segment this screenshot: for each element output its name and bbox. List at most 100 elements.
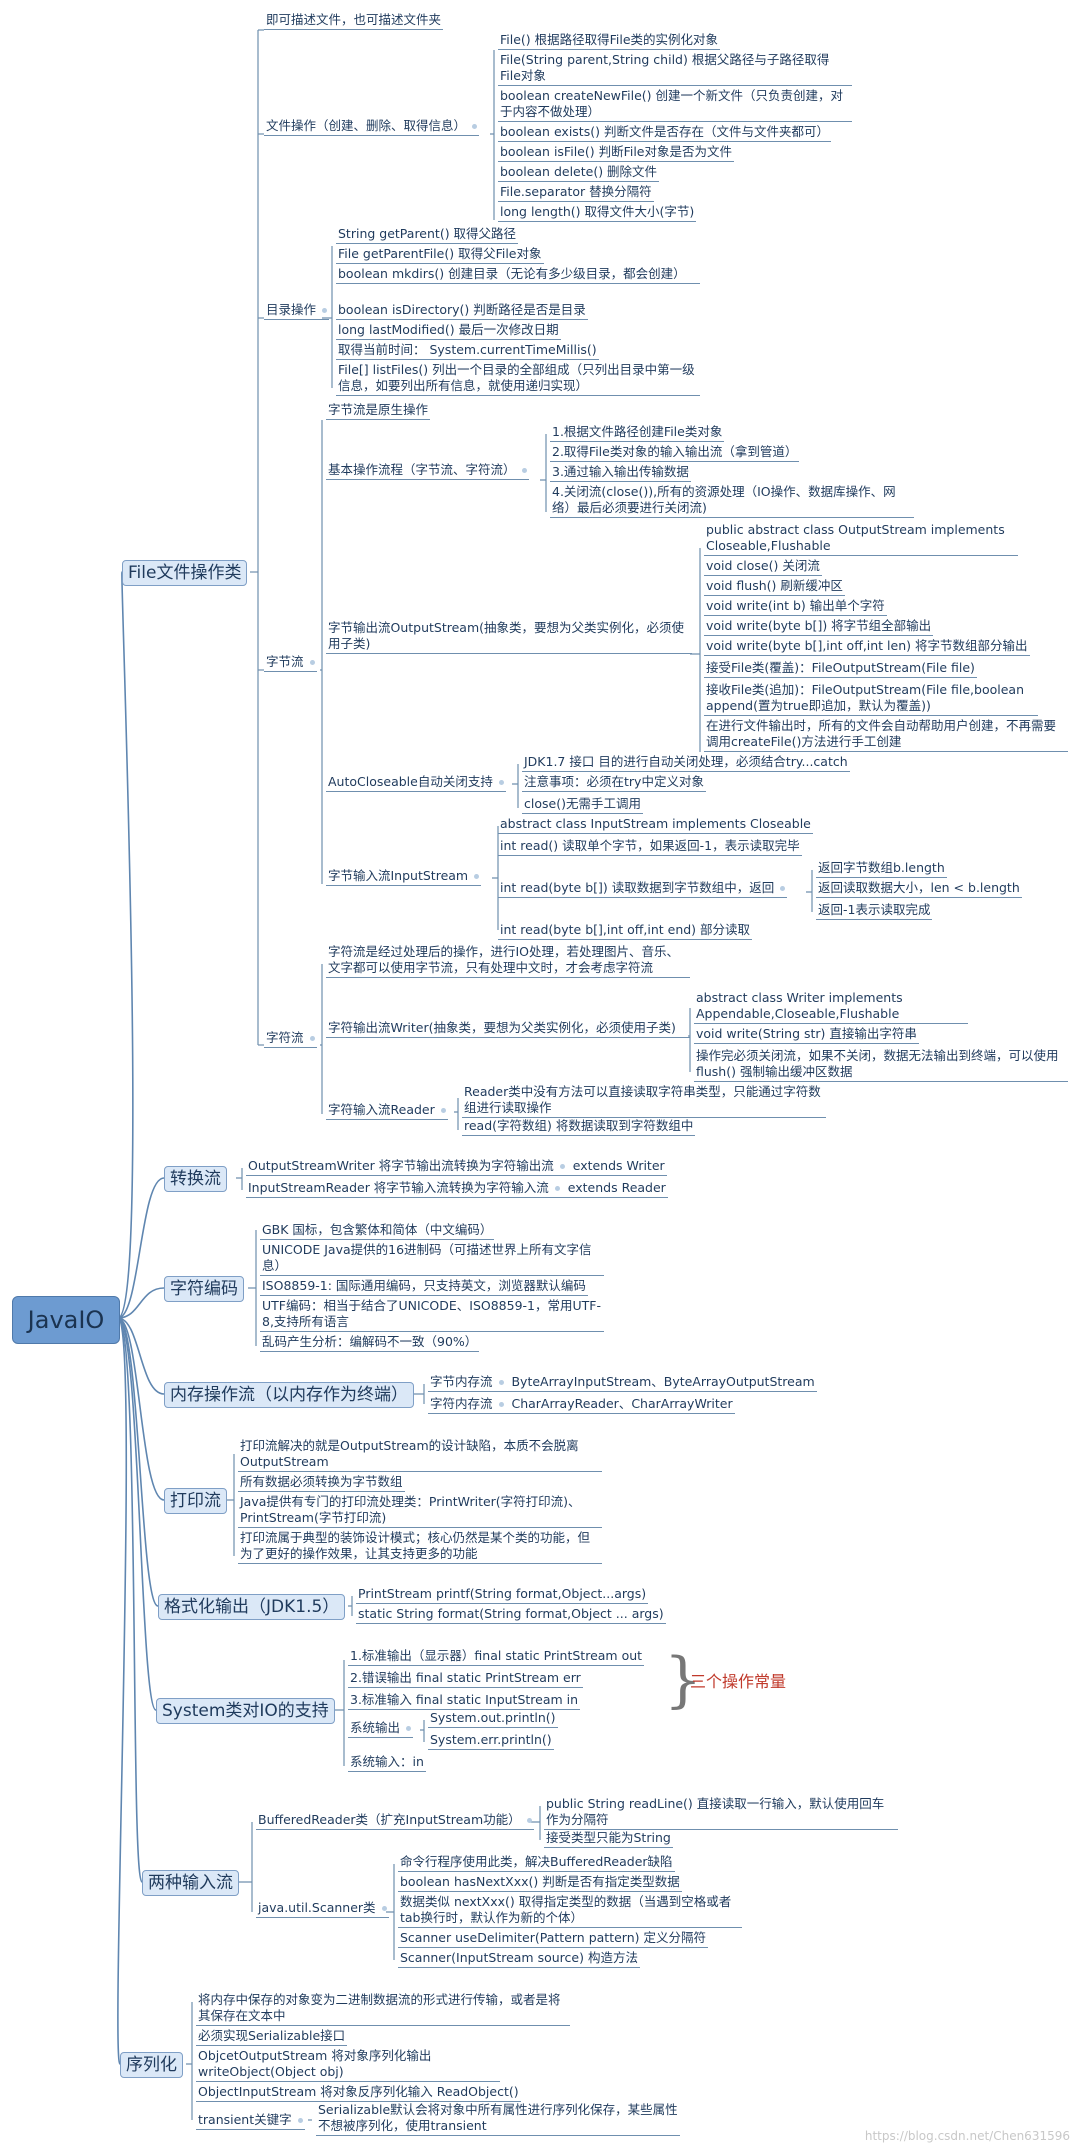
output-item: public abstract class OutputStream imple… <box>704 522 1018 556</box>
dirops-item: File[] listFiles() 列出一个目录的全部组成（只列出目录中第一级… <box>336 362 700 396</box>
charstream-desc: 字符流是经过处理后的操作，进行IO处理，若处理图片、音乐、文字都可以使用字节流，… <box>326 944 690 978</box>
branch-twoinput[interactable]: 两种输入流 <box>142 1870 239 1896</box>
encoding-item: GBK 国标，包含繁体和简体（中文编码） <box>260 1222 495 1240</box>
collapse-dot-icon <box>309 1036 315 1041</box>
serial-item: 必须实现Serializable接口 <box>196 2028 348 2046</box>
fileops-label[interactable]: 文件操作（创建、删除、取得信息） <box>264 118 480 136</box>
output-item: 接受File类(覆盖)：FileOutputStream(File file) <box>704 660 977 678</box>
input-return: 返回字节数组b.length <box>816 860 947 878</box>
writer-item: abstract class Writer implements Appenda… <box>694 990 968 1024</box>
collapse-dot-icon <box>381 1906 387 1911</box>
input-label[interactable]: 字节输入流InputStream <box>326 868 482 886</box>
collapse-dot-icon <box>780 886 786 891</box>
collapse-dot-icon <box>474 874 480 879</box>
dirops-item: boolean isDirectory() 判断路径是否是目录 <box>336 302 588 320</box>
writer-label[interactable]: 字符输出流Writer(抽象类，要想为父类实例化，必须使用子类) <box>326 1020 690 1038</box>
flow-item: 3.通过输入输出传输数据 <box>550 464 691 482</box>
fileops-item: long length() 取得文件大小(字节) <box>498 204 697 222</box>
flow-item: 2.取得File类对象的输入输出流（拿到管道） <box>550 444 800 462</box>
sysout-item: System.out.println() <box>428 1710 558 1728</box>
input-item: abstract class InputStream implements Cl… <box>498 816 813 834</box>
collapse-dot-icon <box>498 1402 504 1407</box>
scanner-item: Scanner useDelimiter(Pattern pattern) 定义… <box>398 1930 708 1948</box>
fileops-item: File() 根据路径取得File类的实例化对象 <box>498 32 721 50</box>
sysout-item: System.err.println() <box>428 1732 554 1750</box>
dirops-item: File getParentFile() 取得父File对象 <box>336 246 544 264</box>
fileops-item: File.separator 替换分隔符 <box>498 184 654 202</box>
collapse-dot-icon <box>498 780 504 785</box>
encoding-item: 乱码产生分析：编解码不一致（90%） <box>260 1334 480 1352</box>
autoclose-label[interactable]: AutoCloseable自动关闭支持 <box>326 774 506 792</box>
convert-item: InputStreamReader 将字节输入流转换为字符输入流 extends… <box>246 1180 668 1198</box>
charstream-label[interactable]: 字符流 <box>264 1030 317 1048</box>
encoding-item: UNICODE Java提供的16进制码（可描述世界上所有文字信息） <box>260 1242 604 1276</box>
transient-label[interactable]: transient关键字 <box>196 2112 305 2130</box>
input-item: int read(byte b[],int off,int end) 部分读取 <box>498 922 753 940</box>
scanner-item: 命令行程序使用此类，解决BufferedReader缺陷 <box>398 1854 675 1872</box>
collapse-dot-icon <box>297 2118 303 2123</box>
output-item: 接收File类(追加)：FileOutputStream(File file,b… <box>704 682 1038 716</box>
dirops-item: 取得当前时间： System.currentTimeMillis() <box>336 342 599 360</box>
output-item: void close() 关闭流 <box>704 558 822 576</box>
branch-print[interactable]: 打印流 <box>164 1488 227 1514</box>
encoding-item: UTF编码：相当于结合了UNICODE、ISO8859-1，常用UTF-8,支持… <box>260 1298 604 1332</box>
bytestream-native: 字节流是原生操作 <box>326 402 431 420</box>
branch-serial[interactable]: 序列化 <box>120 2052 183 2078</box>
brace-icon: } <box>664 1645 703 1715</box>
memory-item: 字符内存流 CharArrayReader、CharArrayWriter <box>428 1396 735 1414</box>
serial-item: ObjectInputStream 将对象反序列化输入 ReadObject() <box>196 2084 521 2102</box>
serial-item: 将内存中保存的对象变为二进制数据流的形式进行传输，或者是将其保存在文本中 <box>196 1992 570 2026</box>
input-return: 返回-1表示读取完成 <box>816 902 933 920</box>
collapse-dot-icon <box>322 308 328 313</box>
output-item: void write(int b) 输出单个字符 <box>704 598 887 616</box>
buffered-item: public String readLine() 直接读取一行输入，默认使用回车… <box>544 1796 898 1830</box>
sysout-label[interactable]: 系统输出 <box>348 1720 414 1738</box>
collapse-dot-icon <box>472 124 478 129</box>
fileops-item: boolean isFile() 判断File对象是否为文件 <box>498 144 734 162</box>
print-item: 所有数据必须转换为字节数组 <box>238 1474 405 1492</box>
writer-item: 操作完必须关闭流，如果不关闭，数据无法输出到终端，可以使用flush() 强制输… <box>694 1048 1068 1082</box>
root-node[interactable]: JavaIO <box>12 1296 120 1344</box>
output-item: void flush() 刷新缓冲区 <box>704 578 845 596</box>
reader-item: read(字符数组) 将数据读取到字符数组中 <box>462 1118 696 1136</box>
scanner-item: boolean hasNextXxx() 判断是否有指定类型数据 <box>398 1874 682 1892</box>
autoclose-item: 注意事项：必须在try中定义对象 <box>522 774 706 792</box>
scanner-label[interactable]: java.util.Scanner类 <box>256 1900 389 1918</box>
flow-item: 4.关闭流(close()),所有的资源处理（IO操作、数据库操作、网络）最后必… <box>550 484 914 518</box>
flow-label[interactable]: 基本操作流程（字节流、字符流） <box>326 462 529 480</box>
dirops-item: long lastModified() 最后一次修改日期 <box>336 322 561 340</box>
bytestream-label[interactable]: 字节流 <box>264 654 317 672</box>
system-note: 三个操作常量 <box>690 1672 787 1691</box>
collapse-dot-icon <box>554 1186 560 1191</box>
reader-item: Reader类中没有方法可以直接读取字符串类型，只能通过字符数组进行读取操作 <box>462 1084 826 1118</box>
writer-item: void write(String str) 直接输出字符串 <box>694 1026 919 1044</box>
memory-item: 字节内存流 ByteArrayInputStream、ByteArrayOutp… <box>428 1374 817 1392</box>
file-desc: 即可描述文件，也可描述文件夹 <box>264 12 444 30</box>
autoclose-item: JDK1.7 接口 目的进行自动关闭处理，必须结合try...catch <box>522 754 850 772</box>
format-item: PrintStream printf(String format,Object.… <box>356 1586 649 1604</box>
branch-format[interactable]: 格式化输出（JDK1.5） <box>158 1594 346 1620</box>
scanner-item: Scanner(InputStream source) 构造方法 <box>398 1950 640 1968</box>
fileops-item: boolean exists() 判断文件是否存在（文件与文件夹都可） <box>498 124 831 142</box>
autoclose-item: close()无需手工调用 <box>522 796 643 814</box>
output-item: 在进行文件输出时，所有的文件会自动帮助用户创建，不再需要调用createFile… <box>704 718 1068 752</box>
watermark: https://blog.csdn.net/Chen631596 <box>864 2129 1070 2143</box>
output-label[interactable]: 字节输出流OutputStream(抽象类，要想为父类实例化，必须使用子类) <box>326 620 692 654</box>
collapse-dot-icon <box>406 1726 412 1731</box>
serial-item: ObjcetOutputStream 将对象序列化输出writeObject(O… <box>196 2048 500 2082</box>
branch-encoding[interactable]: 字符编码 <box>164 1276 244 1302</box>
dirops-label[interactable]: 目录操作 <box>264 302 330 320</box>
branch-memory[interactable]: 内存操作流（以内存作为终端） <box>164 1382 414 1408</box>
branch-file[interactable]: File文件操作类 <box>122 560 248 586</box>
collapse-dot-icon <box>440 1108 446 1113</box>
fileops-item: boolean createNewFile() 创建一个新文件（只负责创建，对于… <box>498 88 852 122</box>
collapse-dot-icon <box>526 1818 532 1823</box>
system-item: 1.标准输出（显示器）final static PrintStream out <box>348 1648 645 1666</box>
input-return: 返回读取数据大小，len < b.length <box>816 880 1022 898</box>
buffered-label[interactable]: BufferedReader类（扩充InputStream功能） <box>256 1812 534 1830</box>
reader-label[interactable]: 字符输入流Reader <box>326 1102 448 1120</box>
branch-system[interactable]: System类对IO的支持 <box>156 1698 335 1724</box>
print-item: 打印流属于典型的装饰设计模式；核心仍然是某个类的功能，但为了更好的操作效果，让其… <box>238 1530 602 1564</box>
branch-convert[interactable]: 转换流 <box>164 1166 227 1192</box>
